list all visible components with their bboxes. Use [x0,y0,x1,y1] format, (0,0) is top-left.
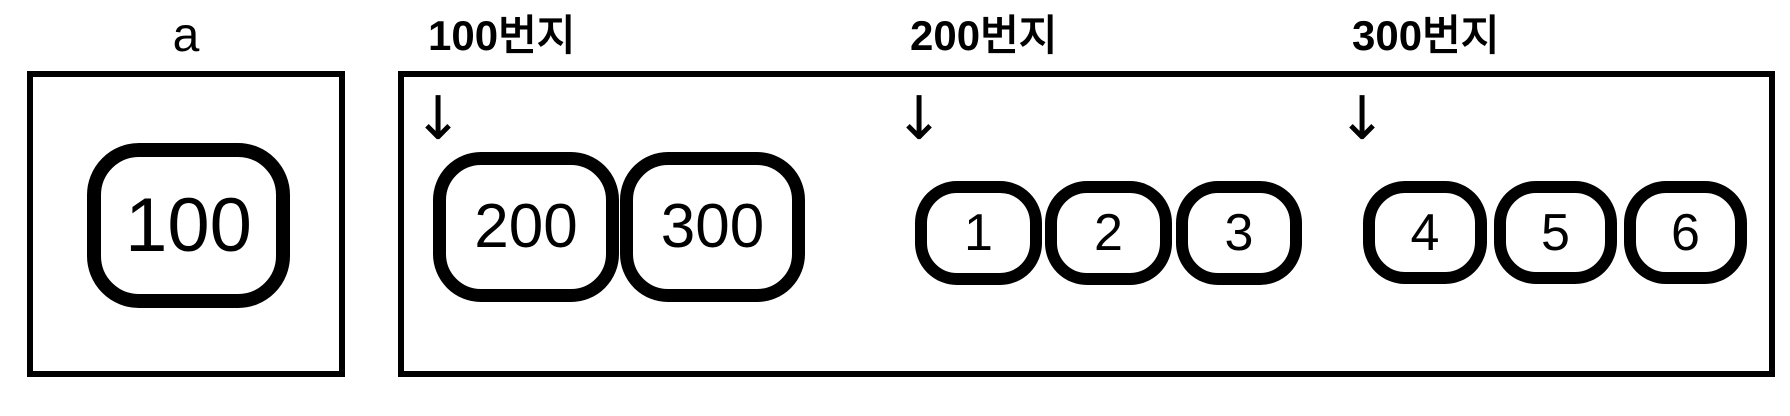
variable-value-cell: 100 [87,143,290,308]
memory-cell: 4 [1363,181,1487,284]
memory-cell-value: 200 [474,192,578,261]
memory-cell: 6 [1624,181,1747,284]
memory-cell: 5 [1494,181,1617,284]
memory-cell: 2 [1045,181,1172,285]
memory-cell: 200 [433,152,619,302]
address-label-200: 200번지 [910,12,1058,59]
variable-name-label: a [172,9,200,62]
memory-cell: 3 [1176,181,1302,285]
variable-value: 100 [125,182,252,268]
memory-cell: 300 [620,152,805,302]
address-label-100: 100번지 [428,12,576,59]
down-arrow-icon: ↓ [894,84,945,154]
memory-box: ↓ ↓ ↓ 200 300 1 2 3 4 5 6 [398,71,1775,377]
variable-box: 100 [27,71,345,377]
memory-cell-value: 4 [1410,203,1440,262]
memory-cell-value: 6 [1671,203,1700,262]
memory-cell-value: 5 [1541,203,1570,262]
memory-cell-value: 3 [1224,204,1254,262]
down-arrow-icon: ↓ [1337,84,1388,154]
memory-cell-value: 300 [660,192,765,261]
memory-cell: 1 [915,181,1042,285]
address-label-300: 300번지 [1352,12,1500,59]
memory-cell-value: 1 [964,204,993,262]
memory-cell-value: 2 [1094,204,1123,262]
down-arrow-icon: ↓ [413,84,464,154]
